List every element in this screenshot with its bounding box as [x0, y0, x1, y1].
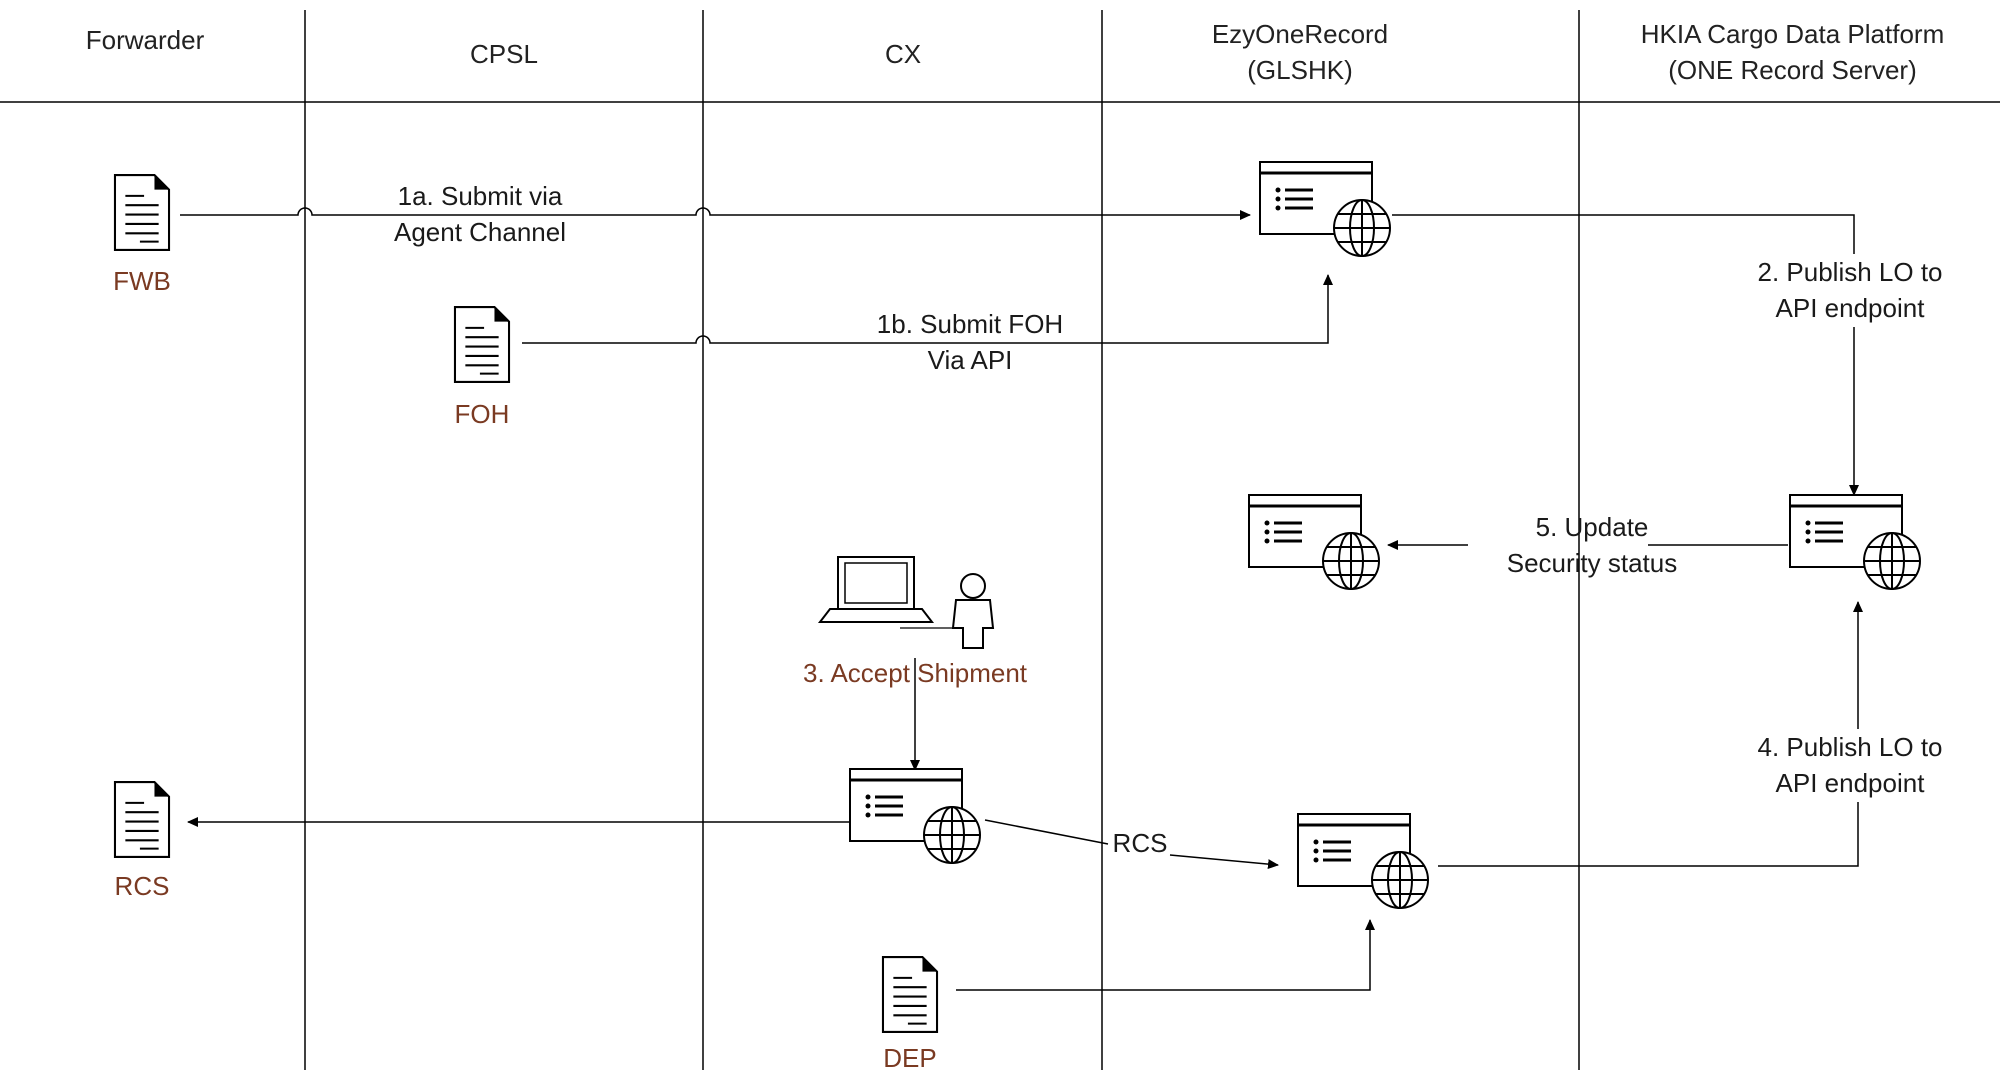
- flow-4-connector: [1438, 601, 1863, 867]
- lane-header-cx: CX: [884, 39, 922, 69]
- document-icon: [113, 780, 171, 859]
- document-label-rcs: RCS: [114, 871, 170, 901]
- step-2-label: 2. Publish LO to API endpoint: [1715, 254, 1985, 327]
- step-1b-label: 1b. Submit FOH Via API: [876, 309, 1064, 376]
- step-3-label: 3. Accept Shipment: [802, 658, 1028, 688]
- flow-1b-connector: [522, 274, 1333, 344]
- web-server-icon: [1296, 812, 1430, 910]
- rcs-flow-label: RCS: [1112, 828, 1168, 858]
- document-icon: [113, 173, 171, 252]
- document-label-fwb: FWB: [113, 266, 171, 296]
- web-server-icon: [1788, 493, 1922, 591]
- web-server-icon: [848, 767, 982, 865]
- web-server-icon: [1258, 160, 1392, 258]
- document-label-foh: FOH: [454, 399, 510, 429]
- web-server-icon: [1247, 493, 1381, 591]
- document-icon: [881, 955, 939, 1034]
- step-4-label: 4. Publish LO to API endpoint: [1715, 729, 1985, 802]
- step-1a-label: 1a. Submit via Agent Channel: [393, 181, 567, 248]
- lane-header-forwarder: Forwarder: [85, 25, 205, 55]
- lane-header-cpsl: CPSL: [470, 39, 538, 69]
- lane-header-ezyonerecord: EzyOneRecord (GLSHK): [1211, 19, 1389, 86]
- person-icon: [900, 573, 995, 649]
- flow-1a-connector: [180, 207, 1251, 220]
- laptop-icon: [817, 556, 935, 623]
- flow-rcs-connector: [984, 819, 1278, 865]
- document-label-dep: DEP: [883, 1043, 937, 1073]
- document-icon: [453, 305, 511, 384]
- step-5-label: 5. Update Security status: [1506, 512, 1678, 579]
- flow-dep-connector: [956, 919, 1375, 991]
- flow-2-connector: [1392, 214, 1859, 496]
- lane-header-hkia: HKIA Cargo Data Platform (ONE Record Ser…: [1640, 19, 1945, 86]
